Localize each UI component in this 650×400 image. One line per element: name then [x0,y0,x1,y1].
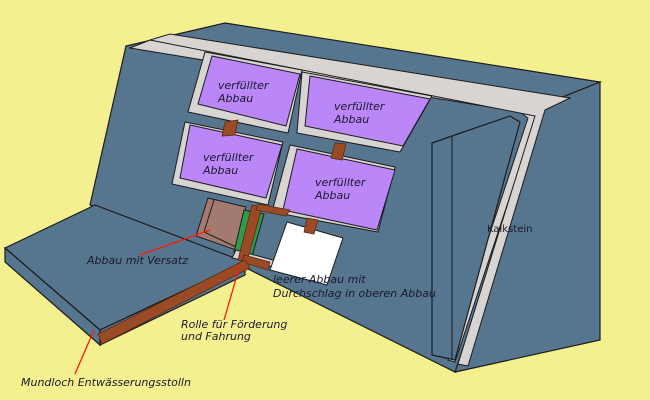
backfilled-stope-label: Abbau mit Versatz [86,254,188,267]
stope-2-label-1: verfüllter [334,100,386,113]
connector-4 [303,217,319,235]
stope-3-label-2: Abbau [202,164,238,177]
stope-1-label-2: Abbau [217,92,253,105]
leader-versatz [139,229,211,256]
stope-3[interactable] [179,124,283,199]
rock-label: Kalkstein [487,224,532,235]
stope-3-label-1: verfüllter [203,151,255,164]
stope-4-label-2: Abbau [314,189,350,202]
stope-1-label-1: verfüllter [218,79,270,92]
empty-stope-label-2: Durchschlag in oberen Abbau [273,287,436,300]
leader-adit [74,329,95,375]
top-gallery-inner [149,33,572,367]
stope-2[interactable] [304,75,431,147]
connector-2 [330,142,347,161]
connector-3 [255,203,291,217]
empty-stope[interactable] [269,221,344,286]
drainage-adit [97,259,251,345]
stope-4-label-1: verfüllter [315,176,367,189]
stope-1[interactable] [197,55,301,127]
connector-5 [241,254,271,271]
connector-1 [221,119,239,137]
adit-label: Mundloch Entwässerungsstolln [21,376,191,389]
shaft-label-1: Rolle für Förderung [181,318,287,331]
empty-stope-label-1: leerer Abbau mit [273,273,366,286]
stope-2-label-2: Abbau [333,113,369,126]
stope-4[interactable] [282,148,396,231]
leader-shaft [223,264,241,321]
shaft-label-2: und Fahrung [181,330,251,343]
